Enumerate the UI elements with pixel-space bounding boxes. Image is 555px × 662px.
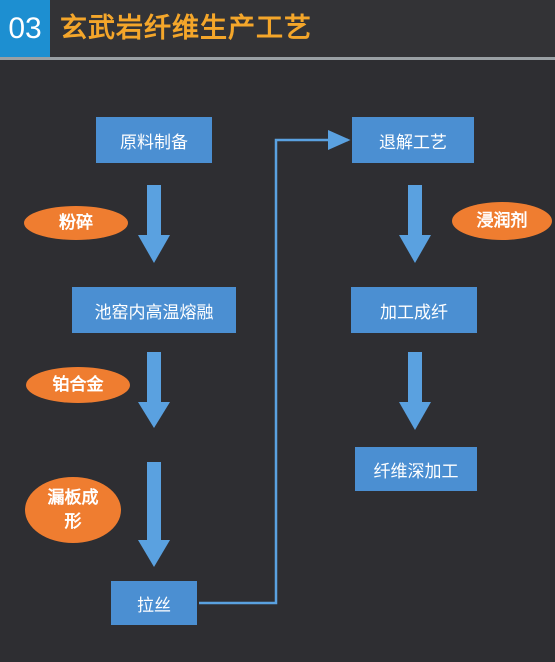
section-number: 03: [0, 0, 50, 57]
step-degrade-process: 退解工艺: [352, 117, 474, 163]
step-fiber-forming: 加工成纤: [351, 287, 477, 333]
arrow-down-4: [399, 185, 431, 263]
header-bar: 03 玄武岩纤维生产工艺: [0, 0, 555, 60]
label-infiltrant: 浸润剂: [452, 202, 552, 240]
connector-line: [199, 130, 351, 605]
step-fiber-deep-processing: 纤维深加工: [355, 447, 477, 491]
step-wire-drawing: 拉丝: [111, 581, 197, 625]
page-title: 玄武岩纤维生产工艺: [60, 13, 312, 44]
step-raw-material: 原料制备: [96, 117, 212, 163]
arrow-down-3: [138, 462, 170, 567]
arrow-down-2: [138, 352, 170, 428]
arrow-down-1: [138, 185, 170, 263]
arrow-down-5: [399, 352, 431, 430]
label-bushing-forming: 漏板成 形: [25, 477, 121, 543]
label-crushing: 粉碎: [24, 206, 128, 240]
step-high-temp-melting: 池窑内高温熔融: [72, 287, 236, 333]
label-platinum-alloy: 铂合金: [26, 367, 130, 403]
